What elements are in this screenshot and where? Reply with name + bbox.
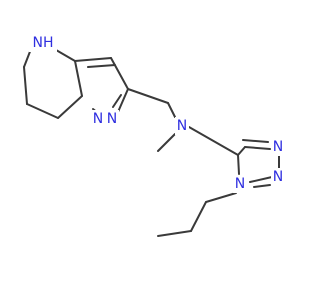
bond bbox=[167, 102, 176, 118]
atom-n-pyrazole-bridge: N bbox=[93, 111, 103, 127]
bond bbox=[74, 57, 112, 62]
bond bbox=[87, 64, 116, 68]
bond bbox=[57, 95, 83, 119]
atom-labels: NH N N N N N N bbox=[29, 34, 285, 193]
bond bbox=[253, 184, 271, 188]
bond bbox=[74, 60, 83, 97]
atom-n-triazole-2: N bbox=[273, 139, 283, 155]
atom-nh: NH bbox=[33, 35, 54, 51]
bond bbox=[237, 146, 246, 156]
bond bbox=[23, 66, 28, 105]
bond bbox=[112, 94, 122, 108]
bond bbox=[157, 230, 192, 237]
bond bbox=[110, 57, 129, 90]
atom-n-triazole-4: N bbox=[235, 176, 245, 192]
bond bbox=[190, 201, 207, 232]
bond bbox=[249, 176, 273, 183]
bond bbox=[242, 139, 269, 143]
bond bbox=[127, 88, 169, 104]
atom-n-triazole-3: N bbox=[273, 169, 283, 185]
atom-n-amine: N bbox=[177, 118, 187, 134]
bond bbox=[26, 103, 59, 119]
bond bbox=[244, 146, 271, 150]
bond bbox=[188, 126, 239, 156]
bonds bbox=[23, 42, 280, 237]
molecule-diagram: NH N N N N N N bbox=[23, 34, 285, 237]
bond bbox=[117, 88, 129, 113]
bond bbox=[237, 154, 240, 175]
atom-n-pyrazole: N bbox=[107, 111, 117, 127]
bond bbox=[157, 133, 176, 152]
bond bbox=[205, 192, 237, 203]
